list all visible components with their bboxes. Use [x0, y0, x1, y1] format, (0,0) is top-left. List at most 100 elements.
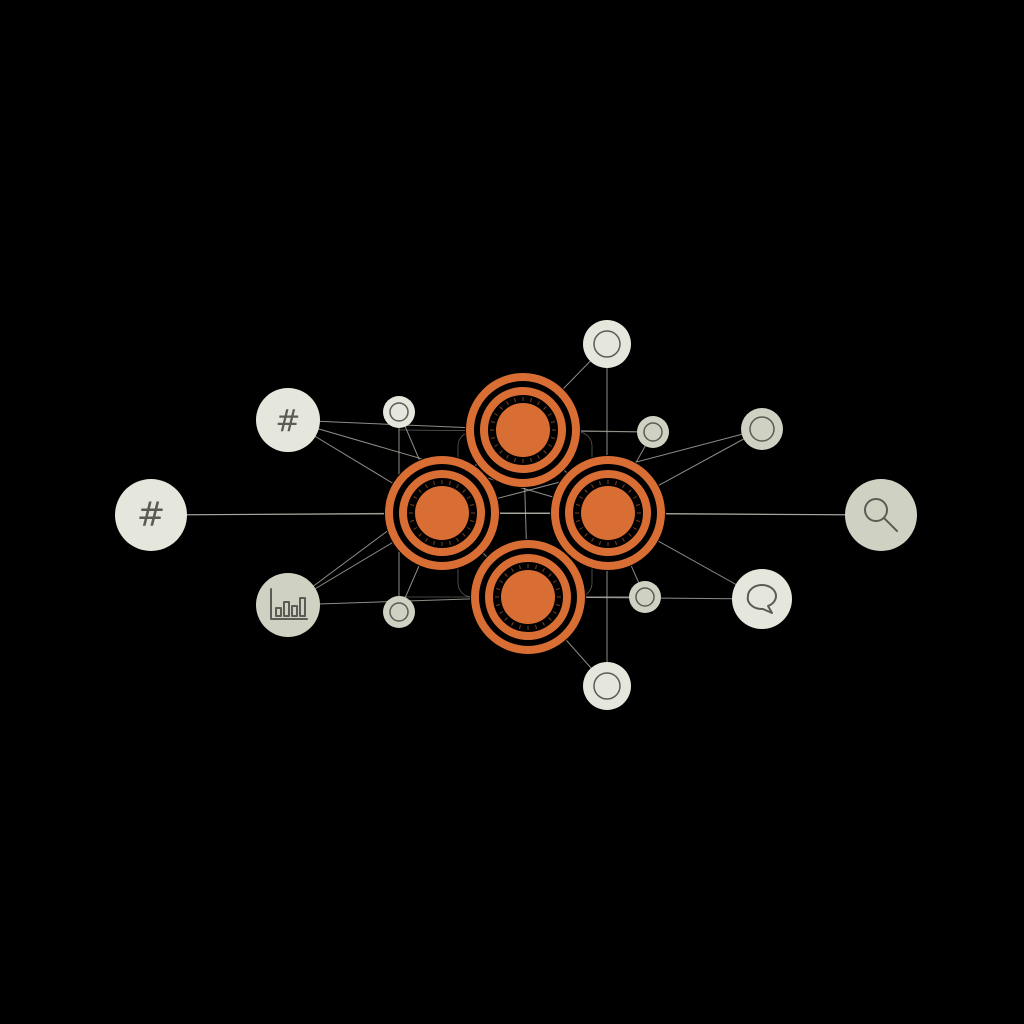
hub-bottom-core	[501, 570, 555, 624]
hub-tick	[409, 503, 415, 506]
hub-tick	[542, 568, 545, 573]
search-icon	[864, 498, 898, 532]
chat-disc	[732, 569, 792, 629]
hub-tick	[462, 533, 466, 537]
hub-tick	[547, 413, 552, 416]
hub-tick	[494, 413, 499, 416]
small-lower-left-node	[383, 596, 415, 628]
hub-tick	[555, 604, 561, 607]
hub-tick	[543, 450, 547, 454]
circle-icon	[389, 602, 409, 622]
small-top-node	[583, 320, 631, 368]
hub-tick	[495, 587, 501, 590]
hub-tick	[635, 503, 641, 506]
hub-tick	[579, 527, 584, 530]
hub-tick	[635, 520, 641, 523]
circle-icon	[389, 402, 409, 422]
hashtag-glyph: #	[275, 404, 300, 439]
hub-tick	[598, 540, 601, 546]
hub-tick	[632, 527, 637, 530]
hub-tick	[591, 484, 594, 489]
hub-top-inner-ring	[480, 387, 566, 473]
hub-tick	[579, 496, 584, 499]
hub-tick	[584, 533, 588, 537]
hub-right-core	[581, 486, 635, 540]
hub-tick	[490, 437, 496, 440]
hub-bottom	[470, 539, 586, 655]
hub-tick	[628, 533, 632, 537]
hub-tick	[584, 489, 588, 493]
hub-left	[384, 455, 500, 571]
hub-tick	[547, 444, 552, 447]
circle-icon	[593, 672, 621, 700]
hub-tick	[409, 520, 415, 523]
hub-tick	[504, 617, 508, 621]
magnifier-handle	[883, 517, 898, 532]
hub-tick	[543, 406, 547, 410]
hub-tick	[418, 489, 422, 493]
hub-tick	[449, 540, 452, 546]
hub-tick	[504, 573, 508, 577]
hub-tick	[462, 489, 466, 493]
hub-tick	[449, 480, 452, 486]
hashtag-icon: #	[275, 404, 300, 439]
hub-tick	[499, 450, 503, 454]
hub-tick	[511, 621, 514, 626]
hub-tick	[506, 401, 509, 406]
hub-tick	[555, 587, 561, 590]
hub-right-inner-ring	[565, 470, 651, 556]
hub-tick	[432, 480, 435, 486]
bubble-outline	[746, 584, 777, 614]
hashtag-small-disc	[256, 388, 320, 452]
hub-left-core	[415, 486, 469, 540]
hub-tick	[413, 496, 418, 499]
hub-tick	[499, 580, 504, 583]
circle-icon	[635, 587, 655, 607]
circle-icon	[749, 416, 775, 442]
hub-bottom-outer-ring	[471, 540, 585, 654]
small-lower-left-disc	[383, 596, 415, 628]
hub-tick	[615, 480, 618, 486]
hub-left-inner-ring	[399, 470, 485, 556]
hub-tick	[632, 496, 637, 499]
hub-left-outer-ring	[385, 456, 499, 570]
small-upper-mid-node	[637, 416, 669, 448]
hashtag-large-node: #	[115, 479, 187, 551]
hub-tick	[513, 397, 516, 403]
hub-tick	[548, 617, 552, 621]
small-bottom-disc	[583, 662, 631, 710]
hub-top	[465, 372, 581, 488]
hub-tick	[575, 520, 581, 523]
hub-tick	[615, 540, 618, 546]
hub-tick	[542, 621, 545, 626]
hub-tick	[494, 444, 499, 447]
hashtag-icon: #	[137, 495, 166, 535]
hub-cluster	[384, 372, 666, 655]
hashtag-small-node: #	[256, 388, 320, 452]
outer-nodes: ##	[115, 320, 917, 710]
search-node	[845, 479, 917, 551]
hub-tick	[466, 527, 471, 530]
hub-tick	[622, 484, 625, 489]
small-top-disc	[583, 320, 631, 368]
small-bottom-node	[583, 662, 631, 710]
hub-tick	[469, 503, 475, 506]
magnifier-lens	[864, 498, 888, 522]
hub-tick	[418, 533, 422, 537]
hub-tick	[499, 406, 503, 410]
hub-top-core	[496, 403, 550, 457]
chart-axis	[270, 588, 308, 620]
hub-tick	[628, 489, 632, 493]
hub-tick	[506, 454, 509, 459]
hub-tick	[535, 564, 538, 570]
chart-bar	[299, 597, 306, 617]
hub-tick	[548, 573, 552, 577]
hub-tick	[511, 568, 514, 573]
hub-right-outer-ring	[551, 456, 665, 570]
hub-tick	[598, 480, 601, 486]
small-lower-mid-node	[629, 581, 661, 613]
hub-tick	[499, 611, 504, 614]
chart-bar	[275, 607, 282, 617]
hub-tick	[622, 537, 625, 542]
